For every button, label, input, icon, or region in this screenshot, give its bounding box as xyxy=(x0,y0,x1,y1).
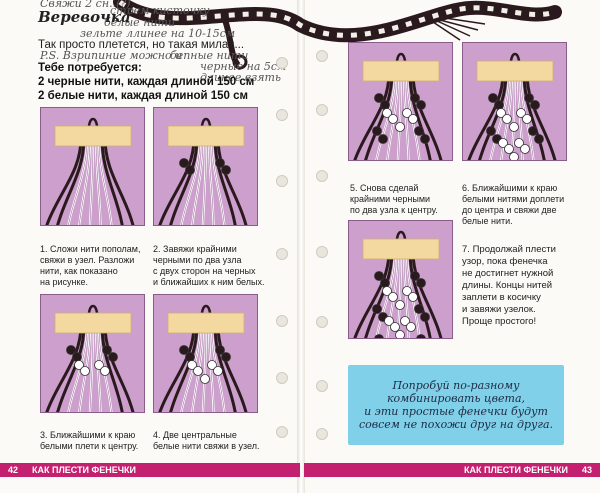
binder-hole xyxy=(276,248,288,260)
step-caption-2: 2. Завяжи крайними черными по два узла с… xyxy=(153,244,265,287)
tip-line: комбинировать цвета, xyxy=(386,392,526,405)
handwritten-note: белые нити xyxy=(104,16,176,29)
tip-line: и эти простые фенечки будут xyxy=(364,405,548,418)
step-5-illustration xyxy=(348,42,453,161)
binder-hole xyxy=(316,170,328,182)
step-caption-3: 3. Ближайшими к краю белыми плети к цент… xyxy=(40,430,139,451)
binder-hole xyxy=(316,380,328,392)
book-gutter xyxy=(297,0,305,493)
handwritten-note: зельте ллинее на 10-15см xyxy=(80,27,236,40)
handwritten-note: длинее взять xyxy=(200,71,281,84)
handwritten-note: Свяжи 2 сн..(?) xyxy=(40,0,131,10)
section-label: КАК ПЛЕСТИ ФЕНЕЧКИ xyxy=(463,465,568,475)
step-4-illustration xyxy=(153,294,258,413)
step-2-illustration xyxy=(153,107,258,226)
section-label: КАК ПЛЕСТИ ФЕНЕЧКИ xyxy=(32,465,137,475)
step-caption-7: 7. Продолжай плести узор, пока фенечка н… xyxy=(462,244,556,327)
page-number: 42 xyxy=(8,465,19,475)
handwritten-note: бепные нити xyxy=(170,49,249,62)
step-caption-1: 1. Сложи нити пополам, свяжи в узел. Раз… xyxy=(40,244,141,287)
binder-hole xyxy=(316,104,328,116)
material-item: 2 черные нити, каждая длиной 150 см xyxy=(38,76,255,88)
binder-hole xyxy=(276,175,288,187)
tip-line: Попробуй по-разному xyxy=(392,379,520,392)
material-item: 2 белые нити, каждая длиной 150 см xyxy=(38,90,249,102)
step-caption-4: 4. Две центральные белые нити свяжи в уз… xyxy=(153,430,260,451)
bracelet-illustration xyxy=(113,0,562,70)
tip-box: Попробуй по-разному комбинировать цвета,… xyxy=(348,365,564,445)
binder-hole xyxy=(276,426,288,438)
binder-hole xyxy=(316,246,328,258)
step-1-illustration xyxy=(40,107,145,226)
step-caption-5: 5. Снова сделай крайними черными по два … xyxy=(350,183,438,215)
article-title: Веревочка xyxy=(38,8,131,26)
materials-heading: Тебе потребуется: xyxy=(38,62,142,74)
binder-hole xyxy=(276,372,288,384)
handwritten-note: черные на 5см xyxy=(200,60,287,73)
article-subtitle: Так просто плетется, но такая милая... xyxy=(38,39,245,51)
binder-hole xyxy=(276,109,288,121)
binder-hole xyxy=(316,428,328,440)
binder-hole xyxy=(316,50,328,62)
step-7-illustration xyxy=(348,220,453,339)
binder-hole xyxy=(276,315,288,327)
step-6-illustration xyxy=(462,42,567,161)
handwritten-note: P.S. Взрипиние можно и xyxy=(40,49,183,62)
binder-hole xyxy=(276,57,288,69)
tip-line: совсем не похожи друг на друга. xyxy=(358,418,554,431)
step-caption-6: 6. Ближайшими к краю белыми нитями допле… xyxy=(462,183,565,226)
page-number: 43 xyxy=(581,465,592,475)
binder-hole xyxy=(316,316,328,328)
step-3-illustration xyxy=(40,294,145,413)
footer-left: 42 КАК ПЛЕСТИ ФЕНЕЧКИ xyxy=(0,463,300,477)
handwritten-note: стрем кисточку xyxy=(110,4,210,17)
footer-right: КАК ПЛЕСТИ ФЕНЕЧКИ 43 xyxy=(304,463,600,477)
